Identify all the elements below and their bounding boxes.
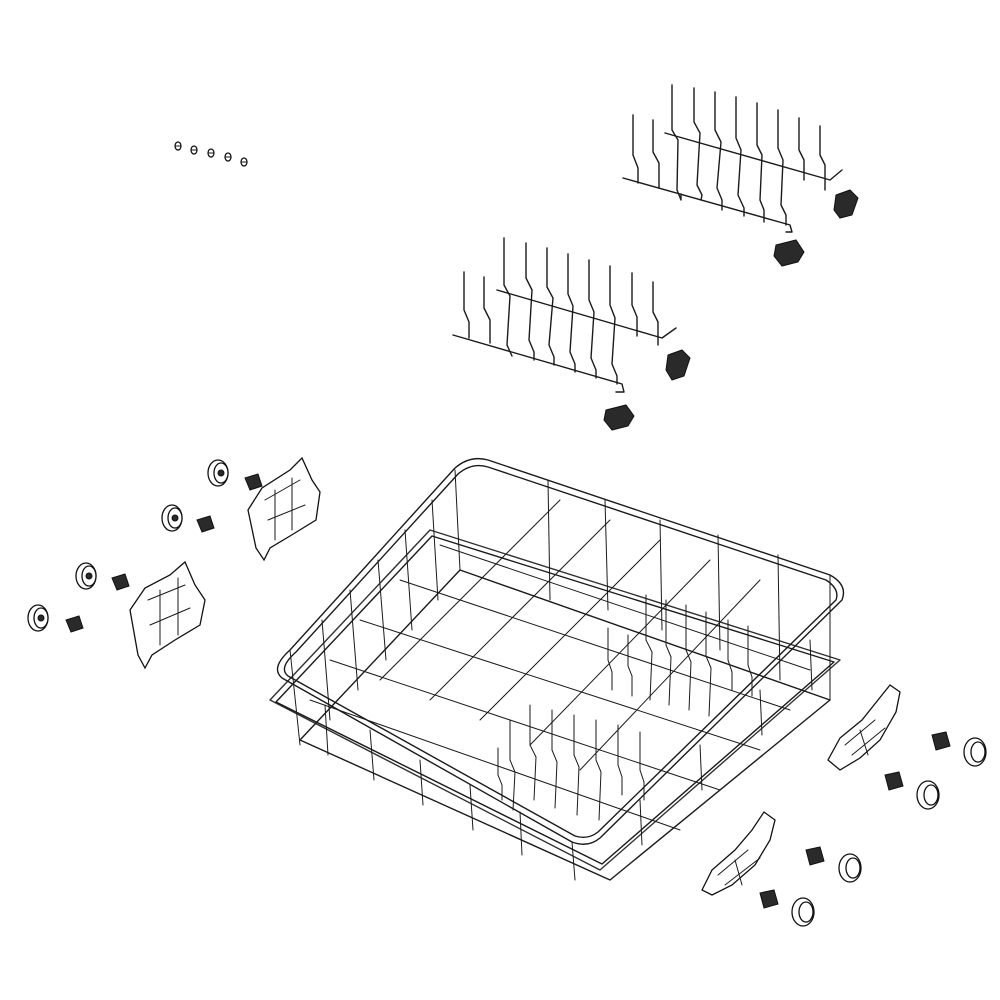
tine-clips [603,189,859,431]
wheels-left [27,459,263,633]
tine-row-upper [622,84,843,233]
wheel-carriers-left [129,456,321,670]
wheel-carriers-right [701,684,901,896]
rack-basket [269,457,845,881]
tine-row-lower [452,237,677,393]
wheels-right [759,731,987,927]
screws-group [174,141,248,167]
